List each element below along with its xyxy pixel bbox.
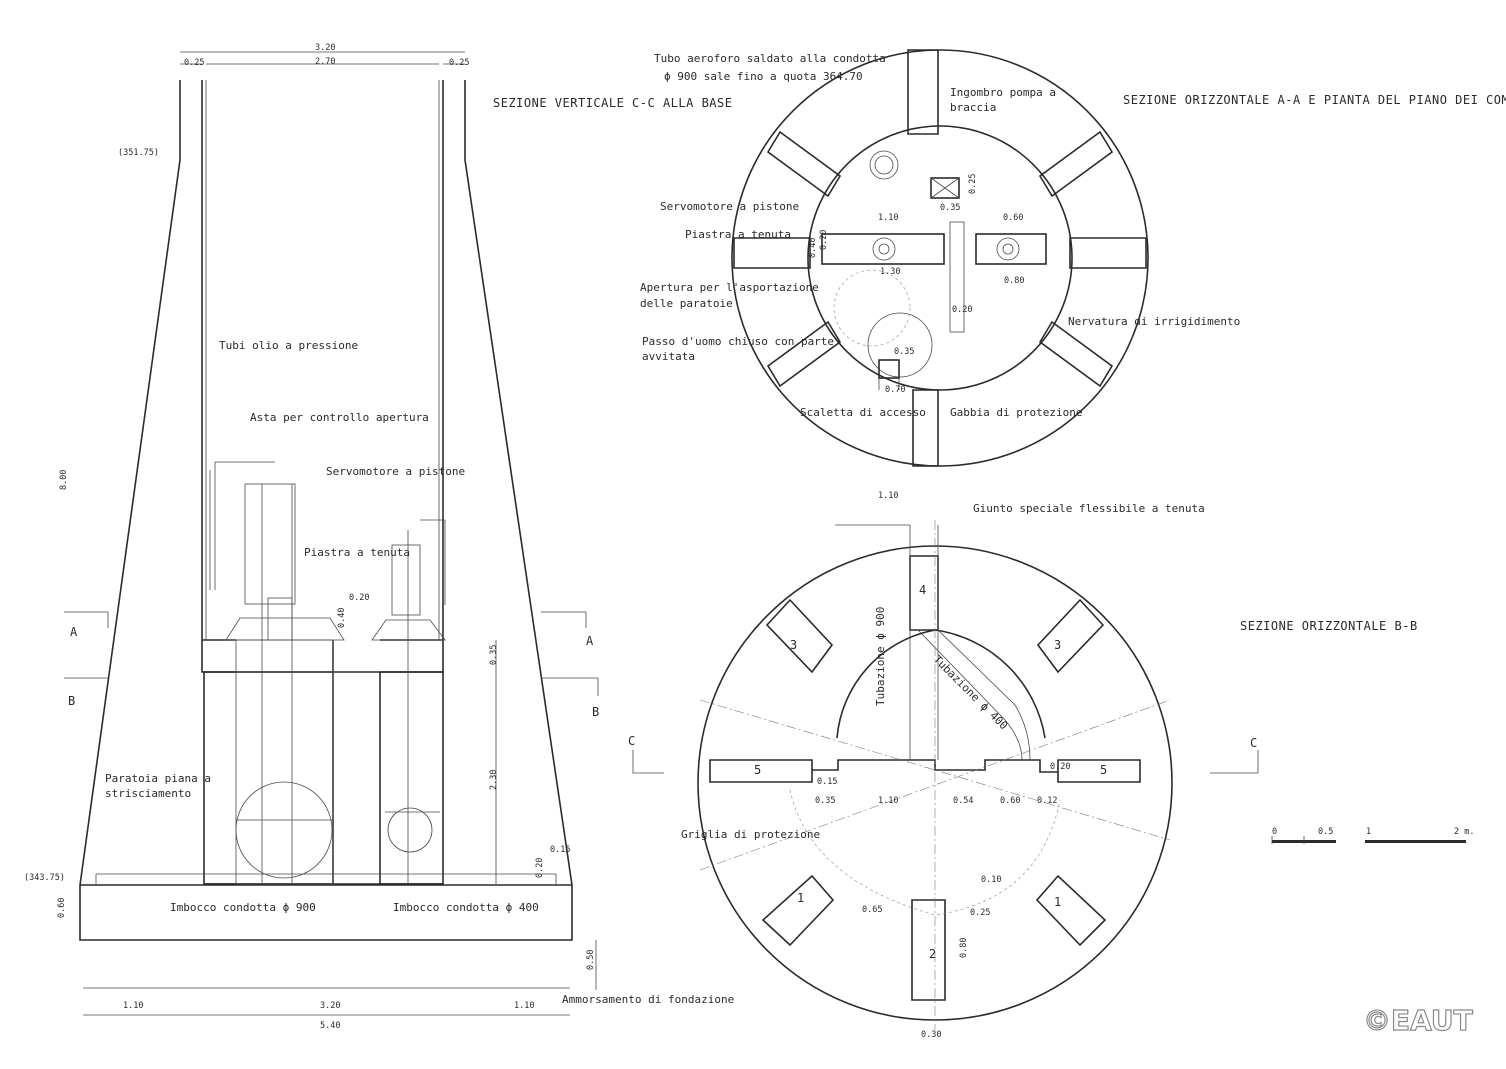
- dim-1-10-right: 1.10: [514, 1001, 534, 1011]
- rib-2: 2: [929, 947, 936, 961]
- dim-0-25-right: 0.25: [449, 58, 469, 68]
- dim-aa-0-20: 0.20: [819, 230, 829, 250]
- dim-bb-0-25: 0.25: [970, 908, 990, 918]
- dim-0-20-b: 0.20: [535, 858, 545, 878]
- dim-bb-0-80: 0.80: [959, 938, 969, 958]
- dim-bb-0-30: 0.30: [921, 1030, 941, 1040]
- label-griglia: Griglia di protezione: [681, 828, 820, 841]
- dim-0-25-left: 0.25: [184, 58, 204, 68]
- mark-b-left: B: [68, 694, 75, 708]
- label-tubo-1: Tubo aeroforo saldato alla condotta: [654, 52, 886, 65]
- dim-0-60: 0.60: [57, 898, 67, 918]
- label-apertura-1: Apertura per l'asportazione: [640, 281, 819, 294]
- label-tubi-olio: Tubi olio a pressione: [219, 339, 358, 352]
- title-section-aa: SEZIONE ORIZZONTALE A-A E PIANTA DEL PIA…: [1123, 93, 1506, 107]
- dim-bb-0-54: 0.54: [953, 796, 973, 806]
- title-section-bb: SEZIONE ORIZZONTALE B-B: [1240, 619, 1418, 633]
- label-tubazione-900: Tubazione ϕ 900: [874, 607, 887, 706]
- rib-5-left: 5: [754, 763, 761, 777]
- dim-3-20-top: 3.20: [315, 43, 335, 53]
- label-ingombro-2: braccia: [950, 101, 996, 114]
- dim-bb-0-60: 0.60: [1000, 796, 1020, 806]
- dim-bb-0-15: 0.15: [817, 777, 837, 787]
- mark-c-right: C: [1250, 736, 1257, 750]
- label-imbocco-400: Imbocco condotta ϕ 400: [393, 901, 539, 914]
- rib-3-right: 3: [1054, 638, 1061, 652]
- label-imbocco-900: Imbocco condotta ϕ 900: [170, 901, 316, 914]
- dim-0-50: 0.50: [586, 950, 596, 970]
- scale-0: 0: [1272, 827, 1277, 837]
- label-giunto: Giunto speciale flessibile a tenuta: [973, 502, 1205, 515]
- label-asta: Asta per controllo apertura: [250, 411, 429, 424]
- mark-c-left: C: [628, 734, 635, 748]
- dim-1-10-left: 1.10: [123, 1001, 143, 1011]
- dim-bb-0-65: 0.65: [862, 905, 882, 915]
- dim-aa-0-60: 0.60: [1003, 213, 1023, 223]
- dim-aa-0-35: 0.35: [940, 203, 960, 213]
- level-bottom: (343.75): [24, 873, 65, 883]
- level-top: (351.75): [118, 148, 159, 158]
- label-servomotore: Servomotore a pistone: [326, 465, 465, 478]
- label-gabbia: Gabbia di protezione: [950, 406, 1082, 419]
- mark-a-right: A: [586, 634, 594, 648]
- label-nervatura: Nervatura di irrigidimento: [1068, 315, 1240, 328]
- dim-2-30: 2.30: [489, 770, 499, 790]
- dim-0-20: 0.20: [349, 593, 369, 603]
- rib-4: 4: [919, 583, 926, 597]
- dim-aa-0-70: 0.70: [885, 385, 905, 395]
- dim-0-40: 0.40: [337, 608, 347, 628]
- dim-5-40: 5.40: [320, 1021, 340, 1031]
- label-passo-1: Passo d'uomo chiuso con parte: [642, 335, 834, 348]
- scale-1: 1: [1366, 827, 1371, 837]
- label-passo-2: avvitata: [642, 350, 695, 363]
- section-aa-drawing: [731, 49, 1149, 467]
- label-tubo-2: ϕ 900 sale fino a quota 364.70: [664, 70, 863, 83]
- label-servomotore-aa: Servomotore a pistone: [660, 200, 799, 213]
- scale-bar: 0 0.5 1 2 m.: [1271, 827, 1474, 844]
- label-ammorsamento: Ammorsamento di fondazione: [562, 993, 734, 1006]
- dim-aa-0-25: 0.25: [968, 174, 978, 194]
- dim-bb-0-35: 0.35: [815, 796, 835, 806]
- vertical-section-drawing: [64, 51, 599, 1016]
- rib-3-left: 3: [790, 638, 797, 652]
- dim-aa-1-10: 1.10: [878, 213, 898, 223]
- dim-3-20-bottom: 3.20: [320, 1001, 340, 1011]
- title-vertical-section: SEZIONE VERTICALE C-C ALLA BASE: [493, 96, 732, 110]
- dim-aa-1-30: 1.30: [880, 267, 900, 277]
- dim-aa-0-40: 0.40: [808, 238, 818, 258]
- dim-bb-0-12: 0.12: [1037, 796, 1057, 806]
- label-ingombro-1: Ingombro pompa a: [950, 86, 1056, 99]
- label-paratoia-2: strisciamento: [105, 787, 191, 800]
- label-piastra: Piastra a tenuta: [304, 546, 410, 559]
- mark-a-left: A: [70, 625, 78, 639]
- scale-0-5: 0.5: [1318, 827, 1333, 837]
- label-piastra-aa: Piastra a tenuta: [685, 228, 791, 241]
- dim-bb-1-10-top: 1.10: [878, 491, 898, 501]
- mark-b-right: B: [592, 705, 599, 719]
- dim-bb-0-10: 0.10: [981, 875, 1001, 885]
- dim-8-00: 8.00: [59, 470, 69, 490]
- rib-1-right: 1: [1054, 895, 1061, 909]
- label-tubazione-400: Tubazione ϕ 400: [931, 653, 1010, 732]
- dim-0-15: 0.15: [550, 845, 570, 855]
- section-aa-texts: SEZIONE ORIZZONTALE A-A E PIANTA DEL PIA…: [640, 52, 1506, 419]
- label-apertura-2: delle paratoie: [640, 297, 733, 310]
- dim-bb-1-10: 1.10: [878, 796, 898, 806]
- dim-bb-0-20: 0.20: [1050, 762, 1070, 772]
- label-paratoia-1: Paratoia piana a: [105, 772, 211, 785]
- dim-aa-0-80: 0.80: [1004, 276, 1024, 286]
- dim-0-35: 0.35: [489, 645, 499, 665]
- dim-2-70: 2.70: [315, 57, 335, 67]
- vertical-section-texts: SEZIONE VERTICALE C-C ALLA BASE 3.20 2.7…: [24, 43, 734, 1031]
- section-bb-drawing: [632, 520, 1259, 1030]
- scale-2m: 2 m.: [1454, 827, 1474, 837]
- rib-5-right: 5: [1100, 763, 1107, 777]
- dim-aa-0-35-b: 0.35: [894, 347, 914, 357]
- label-scaletta: Scaletta di accesso: [800, 406, 926, 419]
- watermark: ©EAUT: [1363, 1004, 1473, 1037]
- section-bb-texts: SEZIONE ORIZZONTALE B-B 1.10 Giunto spec…: [628, 491, 1418, 1040]
- rib-1-left: 1: [797, 891, 804, 905]
- dim-aa-0-20-b: 0.20: [952, 305, 972, 315]
